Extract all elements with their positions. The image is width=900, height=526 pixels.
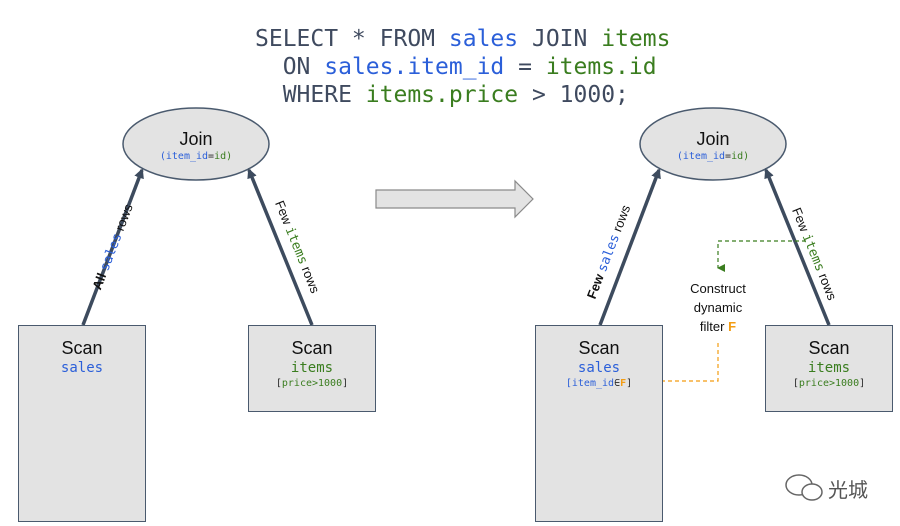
left-scan-items-predicate: [price>1000] <box>275 378 349 389</box>
chat-bubble-icon <box>785 474 823 501</box>
sql-on: ON <box>255 54 325 80</box>
watermark-text: 光城 <box>828 480 868 502</box>
sql-rest: > 1000; <box>518 82 629 108</box>
construct-line-2: dynamic <box>693 300 743 315</box>
construct-line-3: filter F <box>699 319 737 334</box>
right-scan-sales-title: Scan <box>578 338 620 358</box>
right-edge-sales <box>598 168 661 326</box>
left-join-node <box>122 107 270 181</box>
sql-eq: = <box>504 54 546 80</box>
sql-line-3: WHERE items.price > 1000; <box>255 81 629 109</box>
green-dashed-arrow <box>717 240 806 272</box>
orange-dashed-arrow <box>641 343 719 385</box>
right-join-condition: (item_id=id) <box>676 151 750 162</box>
construct-line-1: Construct <box>690 281 746 296</box>
sql-line-2: ON sales.item_id = items.id <box>255 53 657 81</box>
right-scan-items-predicate: [price>1000] <box>792 378 866 389</box>
left-join-condition: (item_id=id) <box>159 151 233 162</box>
left-edge-sales <box>81 168 144 326</box>
sql-select: SELECT * FROM <box>255 26 449 52</box>
construct-filter-note: Construct dynamic filter F <box>668 279 768 336</box>
left-join-title: Join <box>179 129 213 149</box>
sql-where: WHERE <box>255 82 366 108</box>
left-scan-sales: Scan sales <box>18 325 146 522</box>
right-scan-sales-predicate: [item_id∈F] <box>565 378 633 389</box>
sql-table-sales: sales <box>448 26 519 52</box>
left-scan-sales-table: sales <box>60 360 104 376</box>
left-scan-items-table: items <box>290 360 334 376</box>
sql-col-items-id: items.id <box>545 54 657 80</box>
sql-col-sales-item-id: sales.item_id <box>324 54 505 80</box>
right-scan-sales: Scan sales [item_id∈F] <box>535 325 663 522</box>
right-scan-items-title: Scan <box>808 338 850 358</box>
sql-join: JOIN <box>518 26 602 52</box>
sql-col-items-price: items.price <box>365 82 519 108</box>
right-scan-items-table: items <box>807 360 851 376</box>
left-edge-items <box>247 168 314 326</box>
right-join-node <box>639 107 787 181</box>
right-edge-items <box>764 168 831 326</box>
right-scan-items: Scan items [price>1000] <box>765 325 893 412</box>
transform-arrow <box>375 179 534 219</box>
left-scan-items-title: Scan <box>291 338 333 358</box>
left-scan-sales-title: Scan <box>61 338 103 358</box>
left-scan-items: Scan items [price>1000] <box>248 325 376 412</box>
right-scan-sales-table: sales <box>577 360 621 376</box>
sql-line-1: SELECT * FROM sales JOIN items <box>255 25 670 53</box>
right-join-title: Join <box>696 129 730 149</box>
sql-table-items: items <box>601 26 671 52</box>
